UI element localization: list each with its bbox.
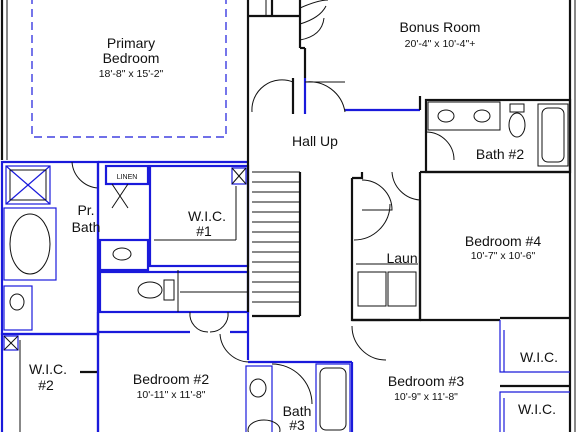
bath-2-label: Bath #2 xyxy=(476,146,524,162)
wic-bedroom-4-label: W.I.C. xyxy=(520,349,558,365)
bedroom-2-dims: 10'-11" x 11'-8" xyxy=(137,389,206,401)
bedroom-3-dims: 10'-9" x 11'-8" xyxy=(394,391,458,403)
bath-2-area xyxy=(424,98,572,174)
sink-icon xyxy=(473,109,491,123)
sink-icon xyxy=(249,378,267,398)
toilet-bowl-icon xyxy=(137,281,163,299)
sink-icon xyxy=(9,293,25,311)
hall-up-label: Hall Up xyxy=(292,133,338,149)
bonus-room-dims: 20'-4" x 10'-4"+ xyxy=(405,38,476,50)
bedroom-4-dims: 10'-7" x 10'-6" xyxy=(471,250,536,262)
bath-3-label: #3 xyxy=(289,417,305,432)
toilet-tank-icon xyxy=(509,103,525,113)
top-closet xyxy=(248,0,329,48)
bedroom-3-label: Bedroom #3 xyxy=(388,373,464,389)
wic-2-label: #2 xyxy=(38,377,54,393)
wic-bedroom-3-label: W.I.C. xyxy=(518,401,556,417)
pr-bath-label: Pr. xyxy=(77,202,94,218)
staircase xyxy=(246,160,302,318)
primary-bedroom-area xyxy=(0,0,250,160)
toilet-tank-icon xyxy=(163,279,175,301)
tub-icon xyxy=(315,363,351,432)
laundry-label: Laun. xyxy=(386,250,421,266)
primary-bedroom-dims: 18'-8" x 15'-2" xyxy=(99,68,164,80)
shower-icon xyxy=(9,169,47,201)
bedroom-4-label: Bedroom #4 xyxy=(465,233,541,249)
bonus-room-area xyxy=(291,0,576,432)
sink-icon xyxy=(112,247,132,261)
tray-ceiling-outline xyxy=(31,0,227,138)
bath-3-label: Bath xyxy=(283,403,312,419)
bedroom-2-area xyxy=(96,311,251,432)
laundry-area xyxy=(350,172,422,361)
bath-3-area xyxy=(245,360,352,432)
toilet-bowl-icon xyxy=(508,112,526,138)
bedroom-3-area xyxy=(350,362,570,432)
wic-1-label: #1 xyxy=(196,223,212,239)
sink-icon xyxy=(437,109,455,123)
bedroom-2-label: Bedroom #2 xyxy=(133,371,209,387)
tub-icon xyxy=(3,207,57,281)
primary-bedroom-label: Primary xyxy=(107,35,155,51)
pr-bath-label: Bath xyxy=(72,219,101,235)
linen-closet: LINEN xyxy=(104,164,150,209)
room-labels: Primary Bedroom 18'-8" x 15'-2" Bonus Ro… xyxy=(29,19,558,432)
toilet-area xyxy=(98,238,250,314)
linen-label: LINEN xyxy=(117,174,138,181)
wic-2-label: W.I.C. xyxy=(29,361,67,377)
primary-bedroom-label: Bedroom xyxy=(103,50,160,66)
tub-icon xyxy=(537,103,569,167)
washer-icon xyxy=(357,271,387,307)
hall-doors xyxy=(251,79,346,113)
bedroom-4-area xyxy=(391,170,570,373)
dryer-icon xyxy=(387,271,417,307)
bonus-room-label: Bonus Room xyxy=(400,19,481,35)
wic-1-label: W.I.C. xyxy=(188,208,226,224)
